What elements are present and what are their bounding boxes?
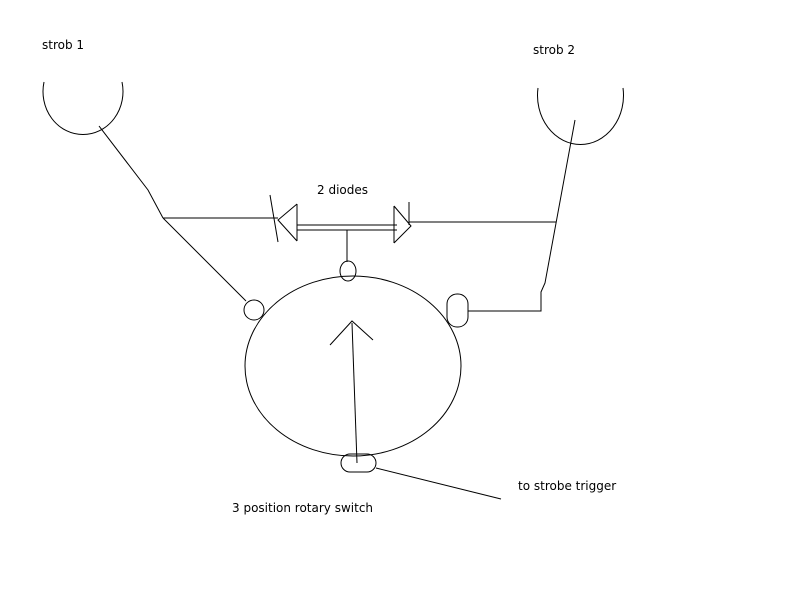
strob2-bulb [538,88,624,144]
diodes-label: 2 diodes [317,183,368,197]
strobe-trigger-label: to strobe trigger [518,479,617,493]
strob2-wire [468,120,575,311]
switch-pointer-shaft [352,323,357,463]
switch-contact-right [447,294,468,327]
strob1-wire [99,126,163,218]
switch-contact-top [340,261,356,281]
strob1-label: strob 1 [42,38,85,52]
right-diode-triangle [394,206,411,243]
left-diode-bar [270,195,278,242]
rotary-switch-body [245,276,461,456]
strob1-to-contact-wire [163,218,246,301]
switch-contact-bottom [341,454,376,472]
left-diode-triangle [278,204,297,241]
switch-contact-left [244,300,264,320]
rotary-switch-label: 3 position rotary switch [232,501,374,515]
strob1-bulb [43,82,123,135]
strob2-label: strob 2 [533,43,576,57]
trigger-wire [376,468,501,499]
switch-pointer-head [330,321,373,345]
